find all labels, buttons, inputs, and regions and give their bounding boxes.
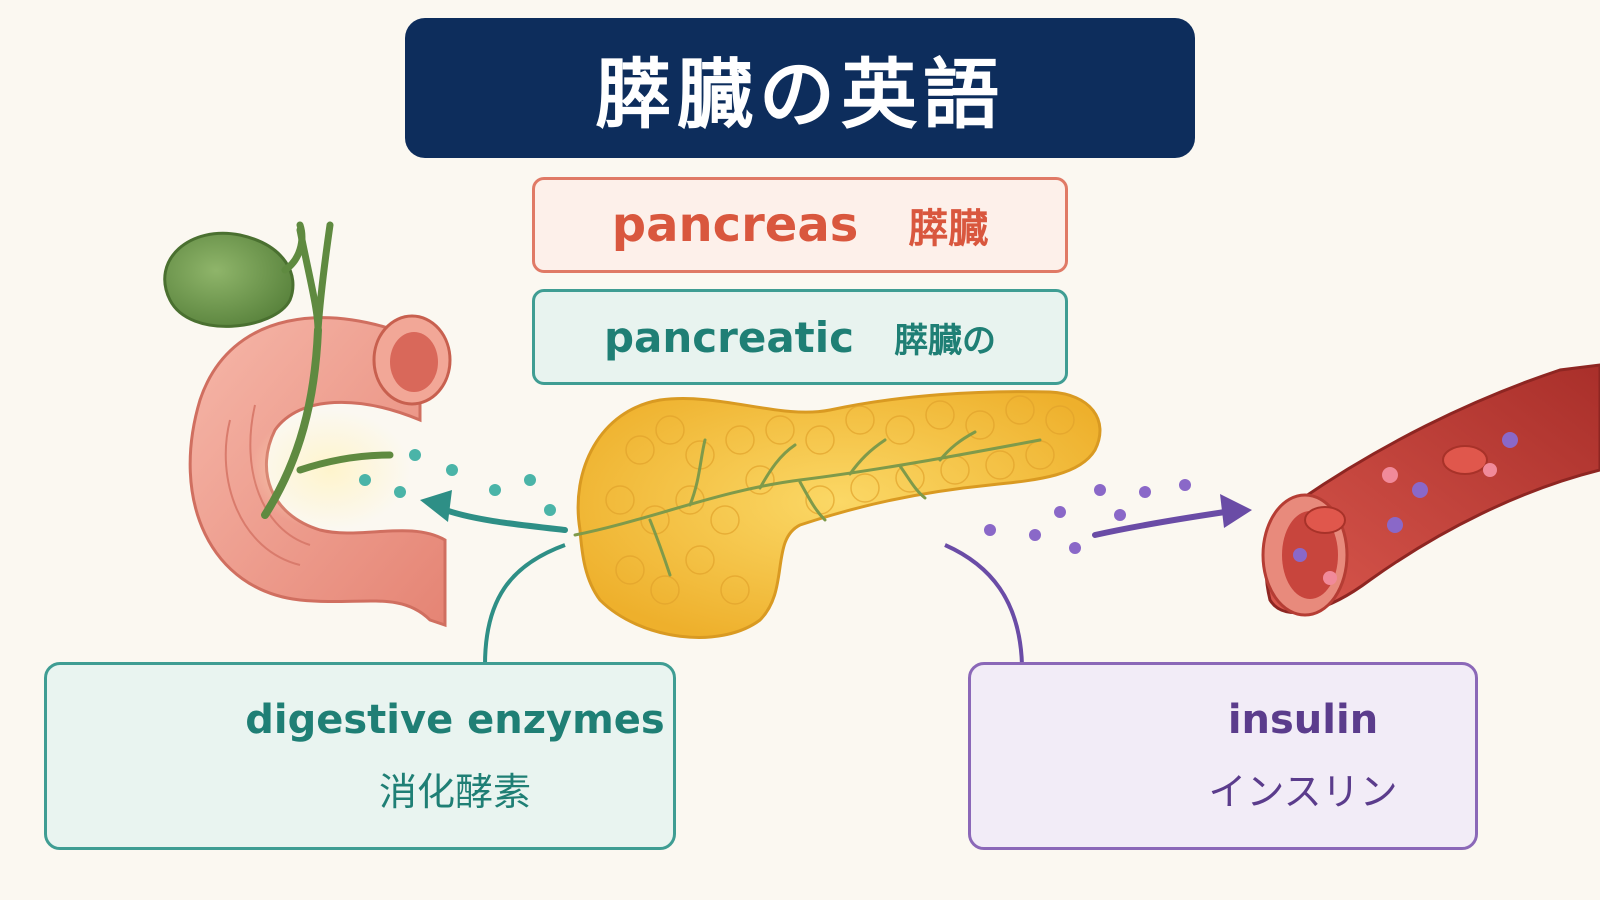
- digestive-enzymes-ja: 消化酵素: [378, 769, 531, 814]
- insulin-ja: インスリン: [1208, 769, 1398, 814]
- term-pancreas-en: pancreas: [611, 197, 859, 253]
- term-pancreatic-box: pancreatic 膵臓の: [532, 289, 1068, 385]
- insulin-text: insulin インスリン: [1131, 665, 1475, 847]
- insulin-en: insulin: [1227, 696, 1379, 743]
- term-pancreatic-ja: 膵臓の: [894, 320, 997, 361]
- duodenum-illustration: [188, 314, 452, 628]
- digestive-enzymes-en: digestive enzymes: [245, 696, 665, 743]
- digestive-enzymes-text: digestive enzymes 消化酵素: [237, 665, 673, 847]
- gallbladder-illustration: [163, 221, 394, 519]
- term-pancreas-ja: 膵臓: [908, 206, 989, 252]
- insulin-flow: [944, 479, 1252, 666]
- enzyme-flow: [359, 449, 568, 666]
- blood-vessel-illustration: [1261, 363, 1600, 617]
- pancreas-illustration: [573, 390, 1102, 639]
- digestive-enzymes-box: digestive enzymes 消化酵素: [44, 662, 676, 850]
- term-pancreatic-en: pancreatic: [603, 312, 855, 362]
- term-pancreas-box: pancreas 膵臓: [532, 177, 1068, 273]
- page-title: 膵臓の英語: [405, 18, 1195, 158]
- insulin-box: insulin インスリン: [968, 662, 1478, 850]
